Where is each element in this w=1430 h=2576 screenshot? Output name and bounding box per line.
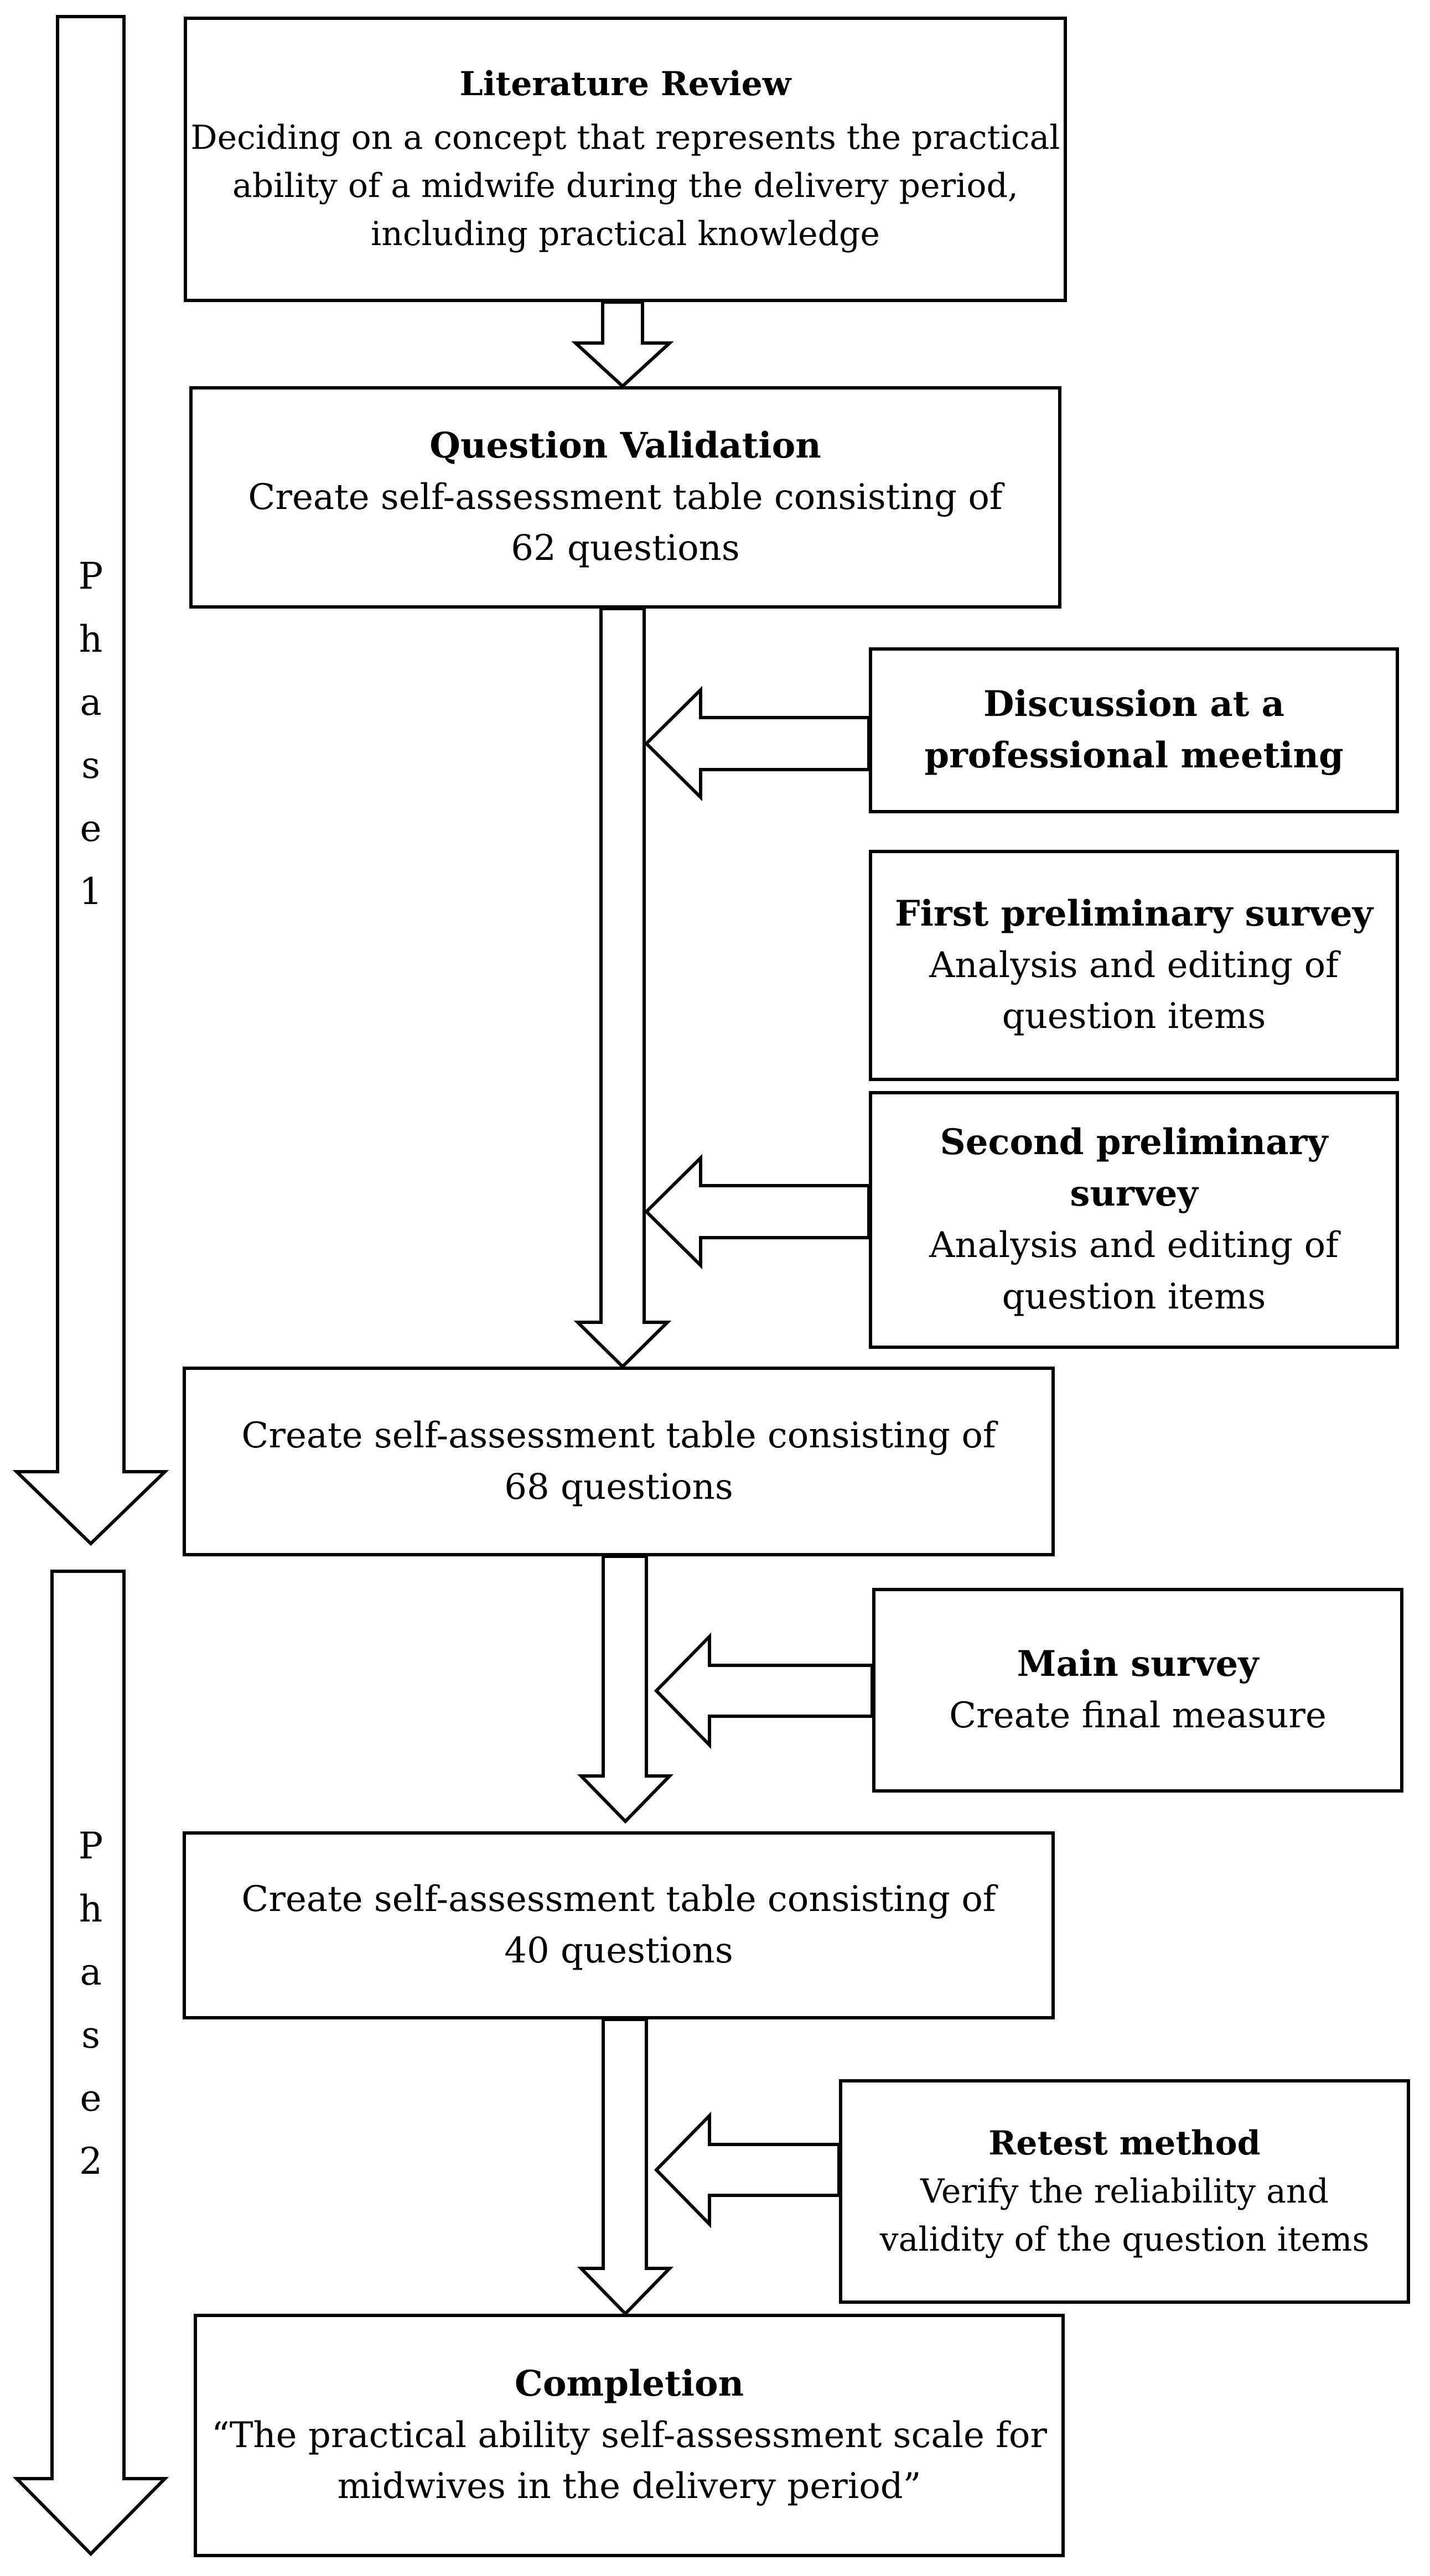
second-survey-line: question items — [1002, 1276, 1266, 1317]
phase-1-letter: e — [80, 807, 102, 850]
first-survey-box: First preliminary survey Analysis and ed… — [869, 850, 1399, 1081]
phase-2-letter: h — [79, 1888, 103, 1930]
literature-review-line: ability of a midwife during the delivery… — [232, 167, 1019, 205]
first-survey-line: Analysis and editing of — [929, 944, 1339, 986]
question-validation-title: Question Validation — [429, 424, 821, 466]
main-survey-title: Main survey — [1017, 1643, 1259, 1685]
arrow-retest — [654, 2111, 841, 2229]
arrow-validation-to-68 — [573, 607, 672, 1369]
main-survey-line: Create final measure — [949, 1695, 1327, 1736]
phase-2-label: P h a s e 2 — [69, 1815, 113, 2193]
phase-1-arrow — [12, 15, 169, 1546]
retest-line: Verify the reliability and — [920, 2172, 1329, 2211]
completion-box: Completion “The practical ability self-a… — [194, 2314, 1065, 2557]
phase-2-letter: P — [78, 1825, 103, 1867]
table-68-line: 68 questions — [504, 1466, 733, 1508]
literature-review-title: Literature Review — [459, 65, 791, 103]
question-validation-line: 62 questions — [511, 528, 740, 569]
retest-box: Retest method Verify the reliability and… — [839, 2079, 1410, 2304]
phase-1-letter: 1 — [79, 870, 102, 913]
table-40-line: 40 questions — [504, 1930, 733, 1971]
phase-2-letter: s — [81, 2014, 100, 2056]
phase-1-letter: h — [79, 618, 103, 661]
literature-review-line: including practical knowledge — [371, 215, 880, 253]
completion-line: “The practical ability self-assessment s… — [211, 2414, 1047, 2456]
question-validation-box: Question Validation Create self-assessme… — [189, 386, 1061, 609]
phase-2-letter: e — [80, 2077, 102, 2120]
second-survey-line: Analysis and editing of — [929, 1225, 1339, 1266]
phase-1-letter: P — [78, 555, 103, 598]
retest-line: validity of the question items — [879, 2220, 1370, 2259]
first-survey-title: First preliminary survey — [895, 892, 1373, 934]
retest-title: Retest method — [988, 2123, 1261, 2163]
second-survey-box: Second preliminary survey Analysis and e… — [869, 1091, 1399, 1349]
phase-1-label: P h a s e 1 — [69, 545, 113, 923]
discussion-title: professional meeting — [924, 735, 1344, 776]
completion-title: Completion — [514, 2362, 744, 2404]
discussion-title: Discussion at a — [983, 683, 1284, 725]
completion-line: midwives in the delivery period” — [337, 2466, 921, 2507]
arrow-discussion — [644, 685, 871, 802]
phase-2-letter: a — [80, 1951, 102, 1993]
phase-1-letter: s — [81, 744, 100, 787]
arrow-68-to-40 — [577, 1555, 674, 1824]
literature-review-box: Literature Review Deciding on a concept … — [184, 17, 1067, 302]
table-40-line: Create self-assessment table consisting … — [241, 1879, 996, 1920]
arrow-lit-to-validation — [571, 300, 674, 389]
main-survey-box: Main survey Create final measure — [872, 1588, 1403, 1793]
table-40-box: Create self-assessment table consisting … — [183, 1831, 1055, 2019]
table-68-box: Create self-assessment table consisting … — [183, 1367, 1055, 1556]
literature-review-line: Deciding on a concept that represents th… — [190, 118, 1060, 157]
arrow-second-survey — [644, 1154, 871, 1270]
question-validation-line: Create self-assessment table consisting … — [248, 476, 1003, 518]
second-survey-title: Second preliminary — [940, 1121, 1328, 1164]
phase-2-letter: 2 — [79, 2140, 102, 2183]
phase-2-arrow — [12, 1570, 169, 2557]
discussion-box: Discussion at a professional meeting — [869, 647, 1399, 813]
table-68-line: Create self-assessment table consisting … — [241, 1415, 996, 1456]
first-survey-line: question items — [1002, 996, 1266, 1037]
second-survey-title: survey — [1070, 1173, 1198, 1215]
phase-1-letter: a — [80, 681, 102, 724]
arrow-main-survey — [654, 1632, 874, 1749]
arrow-40-to-completion — [577, 2018, 674, 2317]
